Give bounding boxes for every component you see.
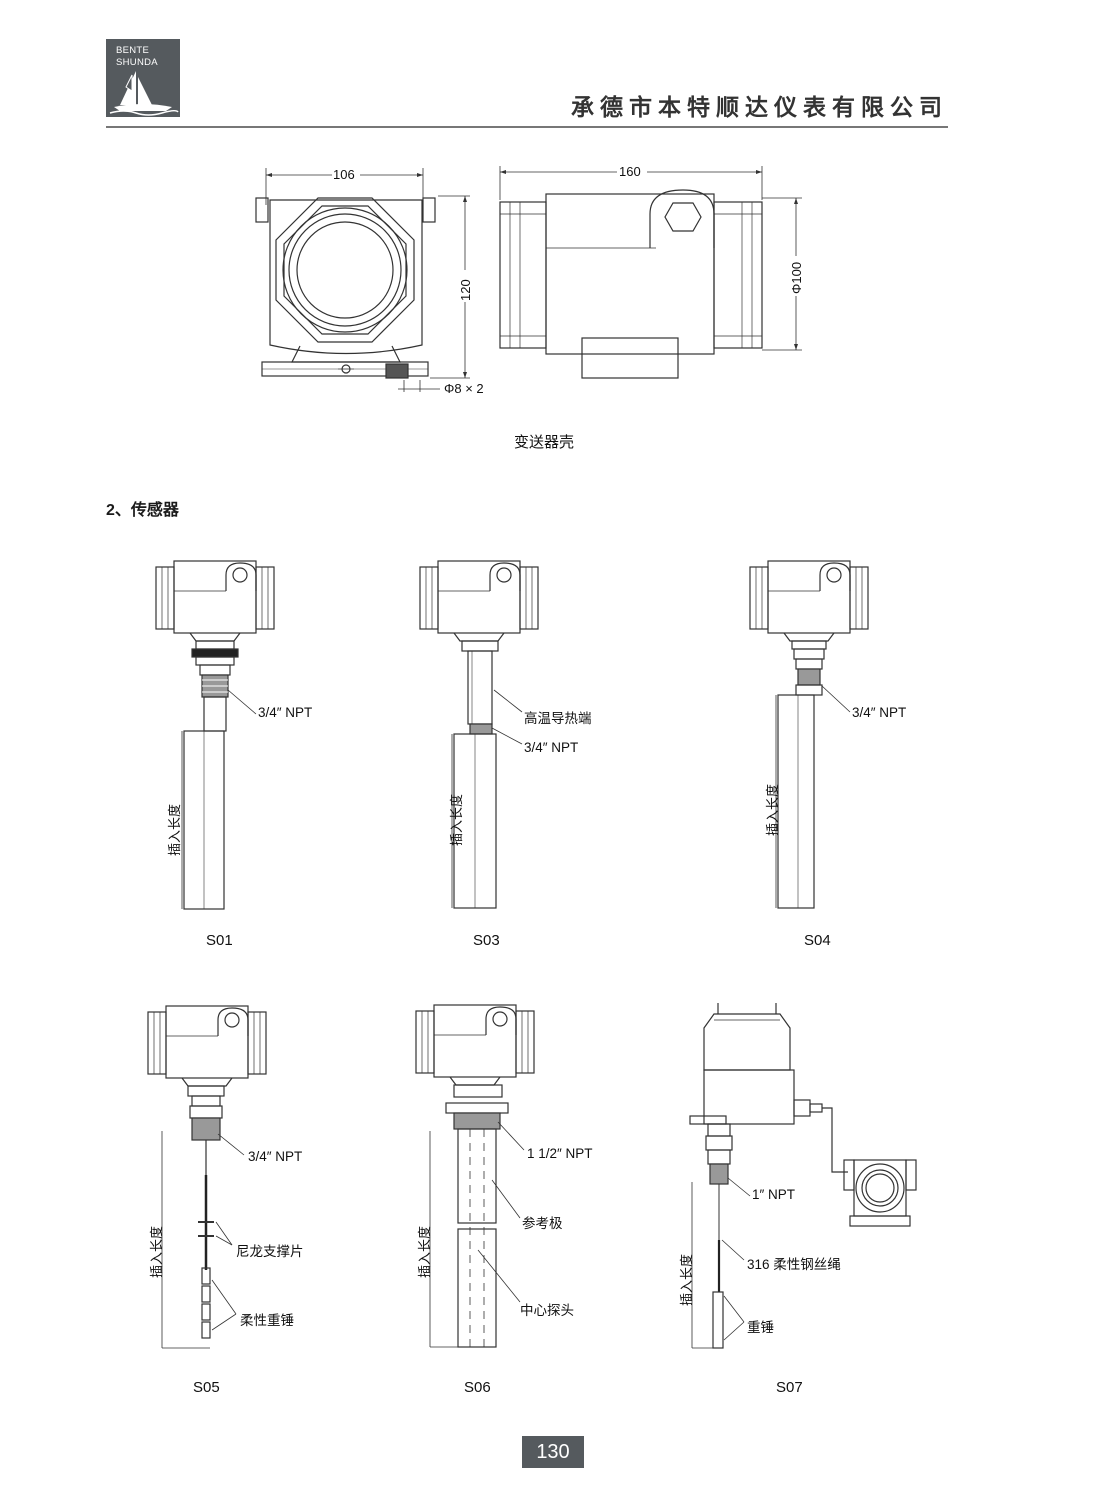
dim-diameter: Φ100 bbox=[789, 261, 804, 294]
company-name: 承德市本特顺达仪表有限公司 bbox=[571, 94, 948, 120]
s06-caption: S06 bbox=[464, 1379, 491, 1396]
dim-height: 120 bbox=[458, 279, 473, 301]
s05-spacer-label: 尼龙支撑片 bbox=[236, 1244, 304, 1259]
dim-hole: Φ8 × 2 bbox=[444, 381, 484, 396]
sailboat-icon bbox=[109, 71, 179, 116]
s03-hot-end-label: 高温导热端 bbox=[524, 711, 592, 726]
s05-caption: S05 bbox=[193, 1379, 220, 1396]
sensor-s06 bbox=[415, 1004, 535, 1348]
s04-caption: S04 bbox=[804, 932, 831, 949]
company-logo: BENTE SHUNDA bbox=[106, 39, 180, 117]
logo-text-shunda: SHUNDA bbox=[116, 57, 158, 68]
dim-width: 106 bbox=[333, 167, 355, 182]
page-number: 130 bbox=[522, 1436, 584, 1468]
s06-reference-label: 参考极 bbox=[522, 1216, 563, 1231]
section-title: 2、传感器 bbox=[106, 502, 179, 519]
sensor-s03 bbox=[419, 560, 539, 909]
s05-weight-label: 柔性重锤 bbox=[240, 1313, 294, 1328]
dim-length: 160 bbox=[619, 164, 641, 179]
s07-weight-label: 重锤 bbox=[747, 1320, 774, 1335]
s06-probe-label: 中心探头 bbox=[520, 1303, 574, 1318]
housing-front-view bbox=[255, 168, 470, 392]
housing-side-view bbox=[499, 166, 802, 379]
s05-thread-label: 3/4″ NPT bbox=[248, 1149, 303, 1164]
header-divider bbox=[106, 126, 948, 128]
s07-thread-label: 1″ NPT bbox=[752, 1187, 796, 1202]
sensor-s05 bbox=[147, 1005, 267, 1349]
sensor-s07 bbox=[689, 1003, 917, 1349]
sensor-s04 bbox=[749, 560, 869, 909]
s01-thread-label: 3/4″ NPT bbox=[258, 705, 313, 720]
s06-insertion-label: 插入长度 bbox=[417, 1225, 432, 1278]
sensor-s01 bbox=[155, 560, 275, 910]
housing-caption: 变送器壳 bbox=[514, 434, 575, 451]
logo-text-bente: BENTE bbox=[116, 45, 150, 56]
s01-insertion-label: 插入长度 bbox=[167, 803, 182, 856]
s06-thread-label: 1 1/2″ NPT bbox=[527, 1146, 593, 1161]
s07-insertion-label: 插入长度 bbox=[679, 1253, 694, 1306]
s04-thread-label: 3/4″ NPT bbox=[852, 705, 907, 720]
s07-cable-label: 316 柔性钢丝绳 bbox=[747, 1257, 841, 1272]
s04-insertion-label: 插入长度 bbox=[765, 783, 780, 836]
s03-caption: S03 bbox=[473, 932, 500, 949]
s05-insertion-label: 插入长度 bbox=[149, 1225, 164, 1278]
s03-thread-label: 3/4″ NPT bbox=[524, 740, 579, 755]
s03-insertion-label: 插入长度 bbox=[449, 793, 464, 846]
s01-caption: S01 bbox=[206, 932, 233, 949]
s07-caption: S07 bbox=[776, 1379, 803, 1396]
